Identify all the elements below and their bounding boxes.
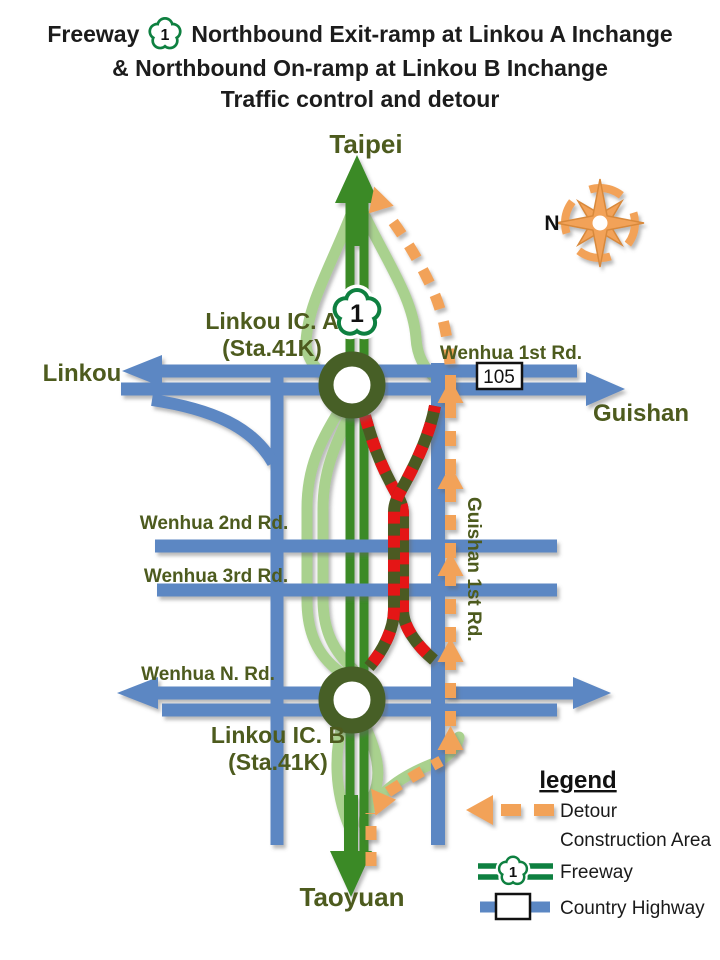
interchange-a-name: Linkou IC. A <box>205 308 338 334</box>
freeway-south-arrow <box>330 795 372 897</box>
detour-arrowheads <box>368 186 464 816</box>
interchange-b-station: (Sta.41K) <box>228 749 328 775</box>
guishan-1st-label: Guishan 1st Rd. <box>463 497 484 642</box>
title-line1-prefix: Freeway <box>47 21 140 47</box>
wenhua-1st-west-arrow <box>122 355 162 387</box>
route-105-number: 105 <box>483 367 515 388</box>
wenhua-n-label: Wenhua N. Rd. <box>141 664 275 685</box>
legend-detour-symbol <box>466 795 555 825</box>
map-shield-number: 1 <box>350 300 364 328</box>
destination-west: Linkou <box>43 360 122 387</box>
page-title: Freeway <box>0 16 720 115</box>
legend-country-highway-label: Country Highway <box>560 898 705 919</box>
title-line-3: Traffic control and detour <box>220 86 500 112</box>
destination-north: Taipei <box>329 129 402 159</box>
interchange-b-name: Linkou IC. B <box>211 722 345 748</box>
west-ramp-curve <box>151 394 279 467</box>
title-shield-number: 1 <box>161 27 170 44</box>
legend-freeway-symbol: 1 <box>478 853 553 888</box>
legend-detour-label: Detour <box>560 801 618 822</box>
destination-east: Guishan <box>593 400 689 427</box>
linkou-ic-b-ring <box>318 666 386 734</box>
freeway-1-shield-icon: 1 <box>146 16 185 52</box>
linkou-ic-a-ring <box>318 351 386 419</box>
destination-south: Taoyuan <box>300 882 405 912</box>
wenhua-1st-label: Wenhua 1st Rd. <box>440 343 582 364</box>
route-105-badge: 105 <box>475 361 524 391</box>
map-labels: Taipei Taoyuan Linkou Guishan Linkou IC.… <box>43 129 689 912</box>
interchange-a-station: (Sta.41K) <box>222 335 322 361</box>
freeway-route-shield: 1 <box>329 284 385 340</box>
legend-freeway-label: Freeway <box>560 862 633 883</box>
wenhua-2nd-label: Wenhua 2nd Rd. <box>140 513 288 534</box>
wenhua-1st-east-arrow <box>586 372 625 406</box>
legend: legend Detour Construction Area 1 Freewa… <box>466 767 711 921</box>
freeway-north-arrow <box>335 155 379 246</box>
legend-country-highway-symbol <box>480 892 550 921</box>
title-line1-suffix: Northbound Exit-ramp at Linkou A Inchang… <box>191 21 673 47</box>
interchange-rings <box>318 351 386 734</box>
compass-north-label: N <box>544 212 559 235</box>
legend-shield-number: 1 <box>509 864 517 881</box>
construction-area <box>359 404 441 671</box>
wenhua-n-east-arrow <box>573 677 611 709</box>
detour-route <box>365 186 464 866</box>
title-line-2: & Northbound On-ramp at Linkou B Inchang… <box>112 55 608 81</box>
compass-rose-icon <box>555 178 645 268</box>
title-line-1: Freeway <box>0 16 720 53</box>
wenhua-n-west-arrow <box>117 677 158 709</box>
legend-construction-label: Construction Area <box>560 830 711 851</box>
legend-title: legend <box>539 767 616 794</box>
wenhua-3rd-label: Wenhua 3rd Rd. <box>144 566 288 587</box>
